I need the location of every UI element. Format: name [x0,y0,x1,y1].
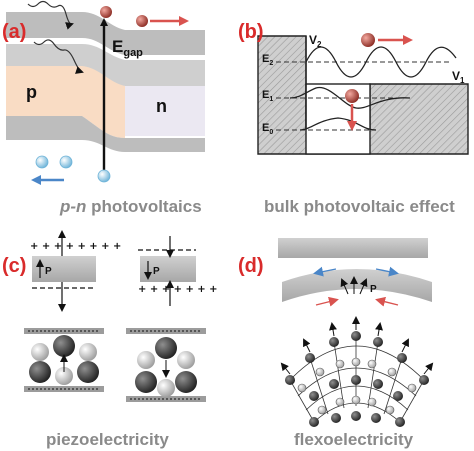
panel-d-tag: (d) [238,255,264,277]
panel-b-tag: (b) [238,21,264,43]
lattice-atoms [285,331,429,427]
panel-c-piezoelectricity: + + + + + + + + P + + + + + + + P [24,230,218,402]
p-label: p [26,82,37,102]
surface-charge-plus: + + + + + + + [138,284,218,295]
cation-icon [29,361,51,383]
egap-label: Egap [112,37,143,59]
cation-icon [175,371,197,393]
panel-d-caption: flexoelectricity [294,430,414,449]
panel-a-tag: (a) [2,21,26,43]
electron-icon [100,6,112,18]
cation-icon [135,371,157,393]
e0-label: E0 [262,122,273,136]
p-region [6,66,125,138]
electron-icon [361,33,375,47]
cation-icon [53,335,75,357]
anion-icon [177,351,195,369]
wavefunction-e1 [289,86,411,109]
tension-arrow [313,266,337,277]
panel-b-caption: bulk photovoltaic effect [264,197,455,216]
photon-wave-icon [33,39,84,74]
n-region [125,86,205,136]
polarization-label: P [370,284,377,295]
anion-icon [157,379,175,397]
v2-label: V2 [309,33,322,49]
panel-a-pn-photovoltaics: Egap p n [6,0,205,185]
cation-icon [77,361,99,383]
wavefunction-e0 [299,117,377,131]
anion-icon [55,367,73,385]
valence-band [6,116,205,152]
tension-arrow [375,266,399,277]
wavefunction-e2 [305,46,457,78]
polarization-arrow [340,278,349,295]
compression-arrow [315,296,339,307]
n-label: n [156,96,167,116]
potential-well [305,83,371,155]
panel-a-caption: p-n photovoltaics [59,197,202,216]
cation-icon [155,337,177,359]
conduction-band [6,12,205,55]
compression-arrow [375,296,399,307]
polarization-label: P [153,266,160,277]
hole-icon [97,169,111,183]
flat-plate [278,238,428,258]
v1-label: V1 [452,69,465,85]
electron-icon [345,89,359,103]
photon-wave-icon [27,0,74,30]
electron-icon [136,15,148,27]
e2-label: E2 [262,53,273,67]
panel-c-tag: (c) [2,255,26,277]
anion-icon [137,351,155,369]
hole-icon [35,155,49,169]
polarization-label: P [45,266,52,277]
panel-c-caption: piezoelectricity [46,430,169,449]
piezo-plate-left [32,256,96,282]
displacement-arrows [280,316,434,375]
polarization-arrow [359,278,368,295]
surface-charge-plus: + + + + + + + + [30,241,121,252]
panel-d-flexoelectricity: P [278,238,434,427]
anion-icon [31,343,49,361]
hole-icon [59,155,73,169]
e1-label: E1 [262,89,273,103]
valence-band-2 [6,44,205,86]
anion-icon [79,343,97,361]
panel-b-bulk-photovoltaic: V2 V1 E2 E1 E0 [257,33,469,155]
bent-plate [282,269,432,302]
